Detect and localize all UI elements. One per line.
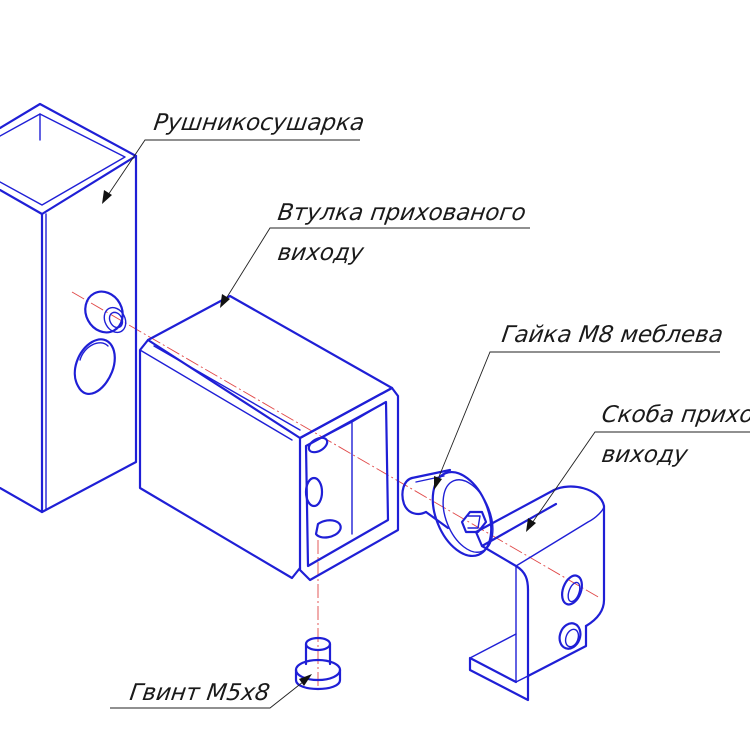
bracket-top-edge: [480, 502, 558, 548]
sleeve-inner-hole-top: [307, 436, 329, 454]
leader-bracket: [529, 431, 750, 527]
sleeve-top-fillet: [153, 345, 301, 431]
leader-sleeve: [223, 227, 530, 303]
screw-m5x8: [294, 636, 342, 690]
arrow-nut: [434, 476, 442, 490]
tube-right-edge: [40, 154, 138, 514]
towel-dryer-tube: [0, 102, 138, 514]
tube-front-edge: [0, 212, 44, 514]
boss-outer: [84, 290, 124, 334]
sleeve-end-outer: [298, 386, 400, 582]
leader-nut: [435, 351, 720, 485]
tube-top-outer: [0, 102, 138, 216]
bracket-hole-upper: [561, 574, 583, 606]
tube-top-inner: [0, 113, 126, 206]
arrow-screw: [299, 674, 312, 686]
tube-boss: [84, 290, 127, 334]
sleeve-inner-back: [305, 401, 387, 535]
bracket-bend-top: [515, 505, 605, 567]
label-towel-dryer: Рушникосушарка: [152, 110, 366, 136]
furniture-nut-m8: [401, 468, 494, 558]
sleeve-left-face: [138, 338, 302, 580]
label-bracket-line2: виходу: [600, 442, 690, 468]
bracket-top-plate: [474, 485, 606, 628]
label-bracket-line1: Скоба прихованого: [600, 402, 750, 428]
leader-screw: [110, 677, 309, 709]
arrow-towel-dryer: [102, 190, 112, 204]
slot-outline: [73, 338, 116, 395]
screw-head-side: [294, 668, 342, 690]
tube-oval-slot: [73, 338, 116, 395]
label-nut: Гайка М8 меблева: [500, 322, 725, 348]
leaders: [102, 139, 750, 709]
labels: Рушникосушарка Втулка прихованого виходу…: [128, 110, 750, 706]
bracket-foot-top: [469, 633, 517, 659]
hidden-outlet-bracket: [468, 485, 606, 702]
bracket-vertical-inner: [515, 565, 529, 683]
bracket-foot: [468, 656, 530, 702]
main-axis-line: [71, 291, 601, 599]
leader-towel-dryer: [105, 139, 360, 199]
bracket-hole-lower: [558, 622, 582, 650]
bracket-hole-lower-wall: [564, 628, 580, 648]
sleeve-left-fillet: [139, 349, 293, 441]
nut-hex-inner: [467, 515, 481, 529]
slot-inner-wall: [79, 342, 109, 361]
bracket-hole-upper-wall: [567, 581, 581, 603]
nut-hex-socket: [460, 510, 488, 534]
label-sleeve-line2: виходу: [276, 240, 366, 266]
nut-head-face: [442, 479, 494, 553]
hidden-outlet-sleeve: [138, 294, 400, 582]
center-lines: [71, 291, 601, 690]
label-screw: Гвинт М5х8: [128, 680, 271, 706]
label-sleeve-line1: Втулка прихованого: [276, 200, 528, 226]
nut-shank: [401, 476, 428, 515]
boss-hole: [108, 311, 124, 329]
bracket-vertical-plate: [526, 588, 588, 678]
arrow-bracket: [526, 518, 536, 532]
arrow-sleeve: [220, 294, 230, 308]
sleeve-inner-slot: [314, 519, 342, 539]
boss-face: [103, 306, 127, 334]
sleeve-end-inner: [304, 400, 390, 568]
sleeve-inner-hole-mid: [304, 476, 324, 508]
sleeve-top-face: [146, 294, 394, 440]
